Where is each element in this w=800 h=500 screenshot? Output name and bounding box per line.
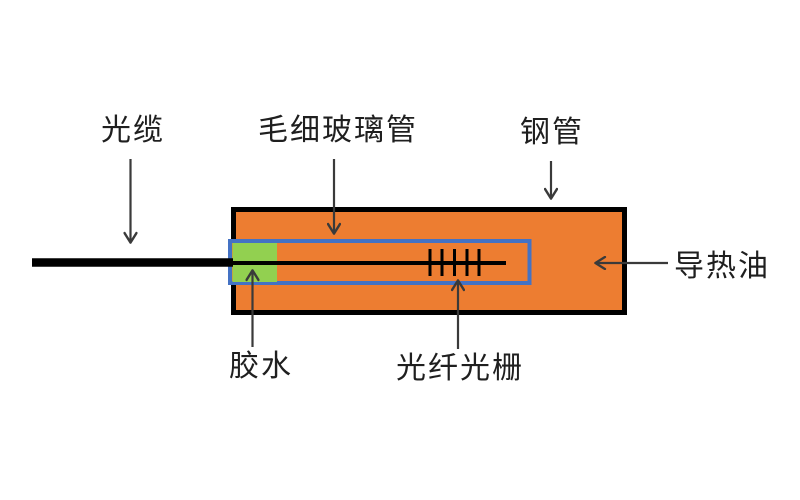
label-thermal-oil: 导热油 — [674, 250, 770, 283]
label-steel-tube: 钢管 — [520, 116, 584, 149]
label-fbg: 光纤光栅 — [396, 352, 524, 385]
label-optical-cable: 光缆 — [101, 114, 165, 147]
fbg-grating — [428, 249, 481, 276]
label-glue: 胶水 — [229, 350, 293, 383]
label-capillary-tube: 毛细玻璃管 — [258, 114, 418, 147]
